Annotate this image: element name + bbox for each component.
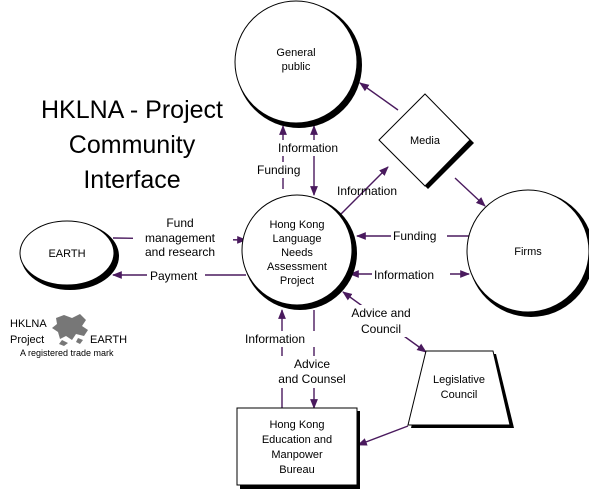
media-label: Media bbox=[410, 135, 441, 147]
title-line-1: HKLNA - Project bbox=[41, 96, 223, 124]
center-label-4: Assessment bbox=[267, 261, 327, 273]
general-public-label-1: General bbox=[276, 47, 315, 59]
label-fund-management-2: management bbox=[145, 231, 216, 245]
title-line-3: Interface bbox=[83, 166, 180, 194]
label-information-media: Information bbox=[337, 184, 397, 198]
center-label-1: Hong Kong bbox=[269, 219, 324, 231]
legislative-label-1: Legislative bbox=[433, 374, 485, 386]
bureau-label-4: Bureau bbox=[279, 464, 314, 476]
node-earth: EARTH bbox=[19, 220, 119, 290]
general-public-label-2: public bbox=[282, 61, 311, 73]
diagram-title: HKLNA - Project Community Interface bbox=[41, 96, 223, 194]
label-advice-council-1: Advice and bbox=[351, 306, 410, 320]
label-advice-counsel-1: Advice bbox=[294, 357, 330, 371]
label-advice-counsel-2: and Counsel bbox=[278, 372, 345, 386]
logo-line-2-right: EARTH bbox=[90, 334, 127, 346]
title-line-2: Community bbox=[69, 131, 196, 159]
logo-line-2-left: Project bbox=[10, 334, 44, 346]
logo-line-1: HKLNA bbox=[10, 318, 47, 330]
label-funding-public: Funding bbox=[257, 163, 300, 177]
firms-label: Firms bbox=[514, 246, 542, 258]
node-firms: Firms bbox=[466, 189, 589, 317]
logo-tagline: A registered trade mark bbox=[20, 348, 114, 358]
edge-media-to-public bbox=[359, 82, 399, 111]
center-label-2: Language bbox=[273, 233, 322, 245]
label-fund-management-1: Fund bbox=[166, 216, 193, 230]
label-information-bureau: Information bbox=[245, 332, 305, 346]
bureau-label-1: Hong Kong bbox=[269, 419, 324, 431]
label-information-firms: Information bbox=[374, 268, 434, 282]
node-media: Media bbox=[378, 93, 474, 189]
edge-media-to-firms bbox=[454, 177, 486, 207]
label-payment: Payment bbox=[150, 269, 198, 283]
label-funding-firms: Funding bbox=[393, 229, 436, 243]
label-fund-management-3: and research bbox=[145, 245, 215, 259]
edge-council-to-bureau bbox=[357, 425, 409, 446]
bureau-label-2: Education and bbox=[262, 434, 332, 446]
node-education-bureau: Hong Kong Education and Manpower Bureau bbox=[236, 407, 360, 489]
node-hklna-project: Hong Kong Language Needs Assessment Proj… bbox=[241, 194, 357, 310]
earth-label: EARTH bbox=[48, 248, 85, 260]
bureau-label-3: Manpower bbox=[271, 449, 323, 461]
hklna-project-earth-logo: HKLNA Project EARTH A registered trade m… bbox=[10, 314, 127, 358]
center-label-5: Project bbox=[280, 275, 314, 287]
edge-labels: Information Funding Information Fund man… bbox=[133, 140, 450, 388]
edge-information-to-media bbox=[340, 166, 389, 215]
node-legislative-council: Legislative Council bbox=[407, 350, 514, 428]
hong-kong-map-icon bbox=[52, 314, 88, 346]
node-general-public: General public bbox=[234, 0, 362, 128]
label-advice-council-2: Council bbox=[361, 322, 401, 336]
label-information-public: Information bbox=[278, 141, 338, 155]
center-label-3: Needs bbox=[281, 247, 313, 259]
legislative-label-2: Council bbox=[441, 389, 478, 401]
